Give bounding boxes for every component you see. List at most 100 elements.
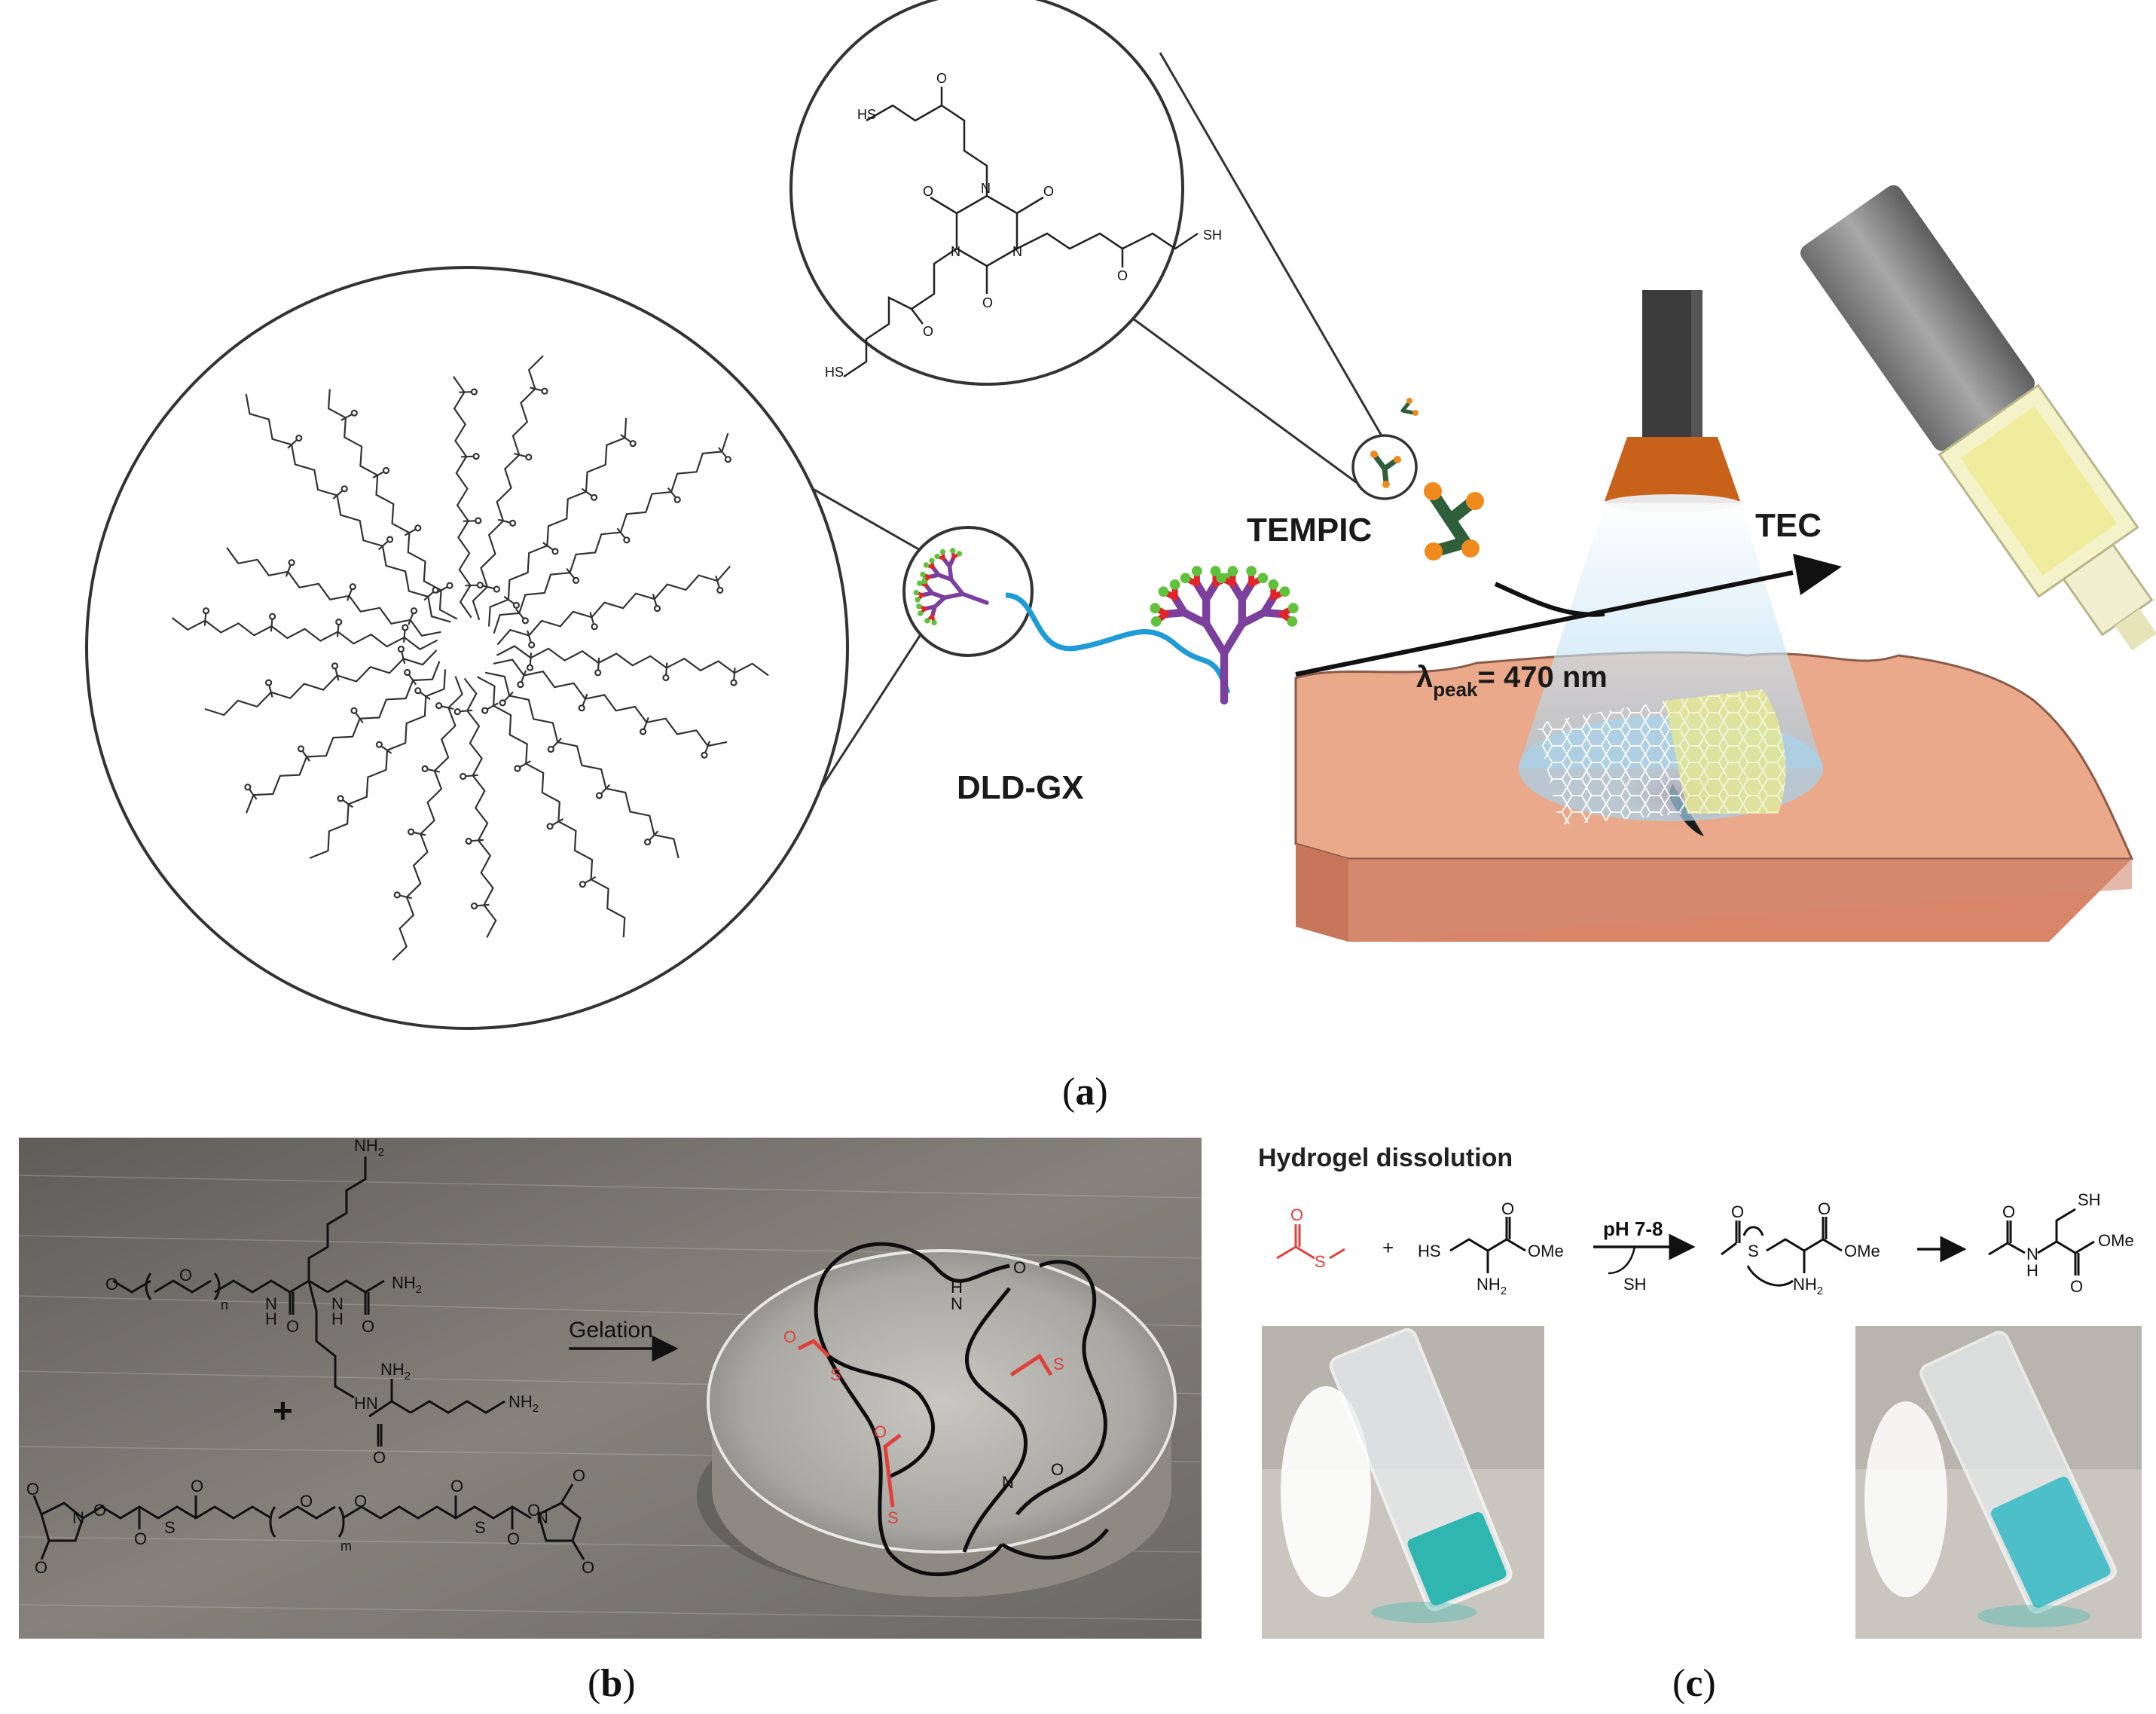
c-photo-gel-vial xyxy=(1262,1326,1544,1639)
carbonyl-bond xyxy=(472,839,484,842)
r1-h-amide2: H xyxy=(331,1309,344,1328)
dendron-end-group xyxy=(916,603,922,610)
hydrogel-dissolution-title: Hydrogel dissolution xyxy=(1258,1144,1513,1172)
r1-nh2-a-sub: 2 xyxy=(416,1283,422,1296)
r1-hn: HN xyxy=(354,1394,378,1413)
carbonyl-bond xyxy=(585,875,597,884)
carbonyl-bond xyxy=(466,774,478,778)
carbonyl-bond xyxy=(497,518,511,524)
carbonyl-bond xyxy=(427,768,440,773)
carbonyl-oxygen xyxy=(591,623,598,631)
dendron-end-group xyxy=(934,553,940,560)
r2-o-8: O xyxy=(507,1529,520,1548)
carbonyl-oxygen xyxy=(493,585,501,593)
mpeg-lysine-structure xyxy=(112,1156,505,1447)
carbonyl-oxygen xyxy=(547,745,554,753)
carbonyl-bond xyxy=(342,799,353,808)
caption-b-open: ( xyxy=(588,1662,601,1705)
carbonyl-bond xyxy=(355,712,364,724)
r1-nh2-top: NH2 xyxy=(354,1136,384,1159)
c-h-prod: H xyxy=(2026,1261,2038,1280)
carbonyl-oxygen xyxy=(590,493,598,501)
dendron-end-group xyxy=(1191,566,1202,576)
r1-nh2-b-sub: 2 xyxy=(405,1370,411,1383)
carbonyl-oxygen xyxy=(521,617,530,625)
carbonyl-bond xyxy=(399,894,412,900)
lambda-label: λpeak= 470 nm xyxy=(1416,661,1608,701)
dendron-end-group xyxy=(923,562,930,568)
carbonyl-oxygen xyxy=(349,583,356,591)
caption-b: (b) xyxy=(588,1661,636,1706)
carbonyl-bond xyxy=(566,568,575,579)
dendrimer-arm xyxy=(488,417,628,627)
dendron-branch xyxy=(930,591,947,600)
carbonyl-bond xyxy=(420,692,431,701)
dendron-end-group xyxy=(1210,566,1221,576)
c-ome-3: OMe xyxy=(2098,1231,2134,1250)
dendron-end-group xyxy=(1180,573,1191,584)
r2-n-1: N xyxy=(72,1508,84,1527)
carbonyl-bond xyxy=(589,612,595,625)
carbonyl-oxygen xyxy=(297,745,305,753)
tempic-o6: O xyxy=(923,324,933,339)
carbonyl-oxygen xyxy=(701,751,708,759)
c-cysteine-ester xyxy=(1449,1217,1526,1273)
dendrimer-arm xyxy=(493,658,728,747)
gel-n-2: N xyxy=(1002,1473,1014,1492)
r1-nh2-b: NH2 xyxy=(380,1360,411,1383)
dendron-end-group xyxy=(921,579,927,585)
dldgx-dendron xyxy=(1150,566,1299,705)
carbonyl-bond xyxy=(620,434,631,443)
carbonyl-oxygen xyxy=(459,772,467,781)
tempic-o2: O xyxy=(1043,184,1054,199)
gel-s-3: S xyxy=(887,1508,899,1527)
carbonyl-bond xyxy=(530,386,542,392)
carbonyl-bond xyxy=(718,447,727,458)
carbonyl-bond xyxy=(597,657,600,670)
carbonyl-bond xyxy=(552,818,564,826)
dendrimer-arm xyxy=(327,389,458,620)
carbonyl-oxygen xyxy=(481,707,489,714)
carbonyl-oxygen xyxy=(331,662,339,670)
carbonyl-oxygen xyxy=(402,624,409,631)
carbonyl-bond xyxy=(404,528,416,536)
carbonyl-oxygen xyxy=(269,613,276,620)
carbonyl-oxygen xyxy=(295,434,303,442)
carbonyl-oxygen xyxy=(551,548,559,555)
carbonyl-oxygen xyxy=(288,559,295,567)
carbonyl-oxygen xyxy=(453,707,461,716)
carbonyl-oxygen xyxy=(525,454,533,461)
carbonyl-bond xyxy=(441,705,454,710)
carbonyl-oxygen xyxy=(673,496,681,503)
r2-n-2: N xyxy=(536,1508,548,1527)
carbonyl-oxygen xyxy=(512,601,521,610)
r1-h-amide1: H xyxy=(265,1309,277,1328)
dendron-end-group xyxy=(1150,616,1162,627)
c-o-4: O xyxy=(2002,1202,2015,1221)
c-photo-dissolved-vial xyxy=(1855,1326,2142,1639)
tempic-o5: O xyxy=(1117,268,1128,283)
dendron-end-group xyxy=(1158,586,1169,597)
r1-o-amide3: O xyxy=(373,1448,386,1467)
r2-o-7: O xyxy=(450,1477,463,1496)
r2-s-1: S xyxy=(164,1518,176,1537)
caption-b-letter: b xyxy=(600,1662,623,1705)
carbonyl-oxygen xyxy=(265,679,273,686)
c-byproduct: SH xyxy=(1623,1275,1647,1294)
carbonyl-oxygen xyxy=(375,741,383,748)
dendrimer-structure xyxy=(171,355,769,961)
dendrimer-zoom-circle xyxy=(85,266,928,1030)
carbonyl-oxygen xyxy=(407,828,415,836)
tempic-o4: O xyxy=(936,71,947,86)
carbonyl-oxygen xyxy=(397,645,405,653)
carbonyl-oxygen xyxy=(350,409,358,417)
carbonyl-oxygen xyxy=(446,582,453,589)
dendron-branch xyxy=(1238,608,1269,628)
dendron-branch xyxy=(1202,619,1229,657)
c-nh2-2-text: NH xyxy=(1793,1275,1817,1294)
dendrimer-arm xyxy=(309,669,447,860)
dendrimer-arm xyxy=(452,375,472,619)
r2-o-1: O xyxy=(26,1480,39,1499)
carbonyl-bond xyxy=(552,738,562,748)
r2-o-3: O xyxy=(93,1501,106,1520)
